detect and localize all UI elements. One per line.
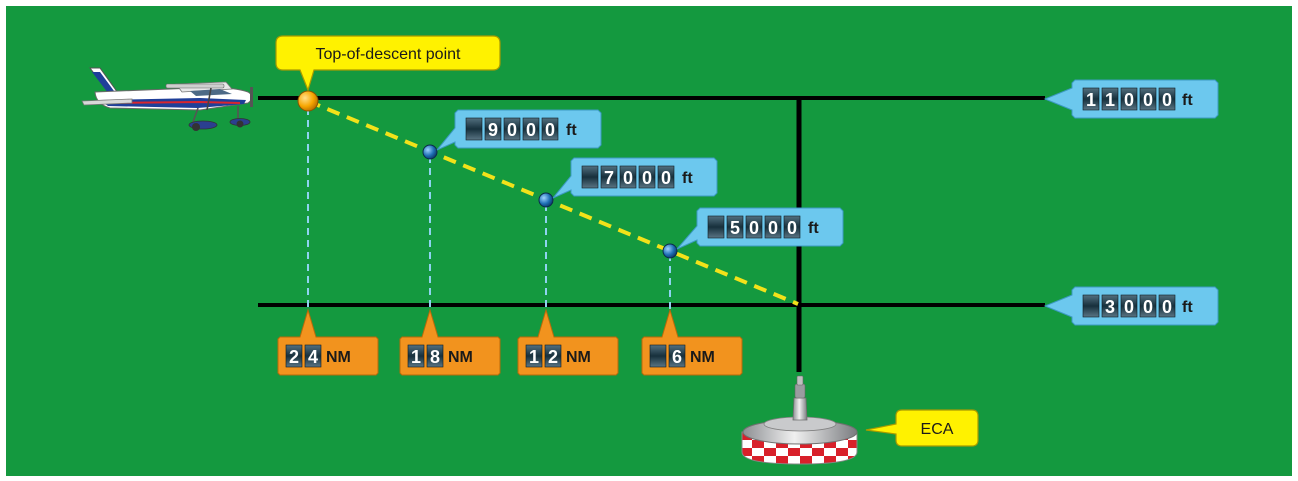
airplane-icon xyxy=(81,67,253,131)
digit-box xyxy=(649,344,667,368)
unit-label: ft xyxy=(682,170,693,187)
station-callout: ECA xyxy=(865,409,979,447)
digit-box xyxy=(1120,87,1138,111)
digit-box xyxy=(503,117,521,141)
unit-label: ft xyxy=(566,122,577,139)
digit: 0 xyxy=(545,120,555,140)
digit-box xyxy=(1101,87,1119,111)
digit-box xyxy=(484,117,502,141)
digit: 1 xyxy=(529,347,539,367)
digit: 0 xyxy=(768,218,778,238)
waypoint-marker-9000 xyxy=(422,144,438,160)
digit-box xyxy=(525,344,543,368)
digit-box xyxy=(1158,87,1176,111)
top-of-descent-callout: Top-of-descent point xyxy=(275,35,501,92)
distance-callout-24nm: 2 4 NM xyxy=(277,308,379,376)
vor-station-icon xyxy=(741,375,858,465)
station-label: ECA xyxy=(921,421,954,438)
digit: 4 xyxy=(308,347,318,367)
digit: 2 xyxy=(289,347,299,367)
distance-callout-18nm: 1 8 NM xyxy=(399,308,501,376)
digit-box xyxy=(638,165,656,189)
digit: 1 xyxy=(1086,90,1096,110)
digit-box xyxy=(541,117,559,141)
digit: 0 xyxy=(623,168,633,188)
digit: 3 xyxy=(1105,297,1115,317)
digit-box xyxy=(764,215,782,239)
digit: 0 xyxy=(1162,90,1172,110)
altitude-callout-7000: 7 0 0 0 ft xyxy=(552,157,718,199)
digit-box xyxy=(1158,294,1176,318)
digit-box xyxy=(581,165,599,189)
digit-box xyxy=(1139,87,1157,111)
digit-box xyxy=(600,165,618,189)
digit: 7 xyxy=(604,168,614,188)
digit: 5 xyxy=(730,218,740,238)
digit-box xyxy=(783,215,801,239)
digit-box xyxy=(745,215,763,239)
unit-label: ft xyxy=(1182,299,1193,316)
digit-box xyxy=(1101,294,1119,318)
digit-box xyxy=(1082,294,1100,318)
digit-box xyxy=(465,117,483,141)
unit-label: ft xyxy=(1182,92,1193,109)
altitude-callout-3000: 3 0 0 0 ft xyxy=(1043,286,1219,326)
digit-box xyxy=(1082,87,1100,111)
digit: 0 xyxy=(1143,297,1153,317)
digit-box xyxy=(1120,294,1138,318)
digit: 0 xyxy=(1143,90,1153,110)
digit-box xyxy=(544,344,562,368)
digit: 0 xyxy=(749,218,759,238)
descent-path xyxy=(307,99,799,306)
digit-box xyxy=(1139,294,1157,318)
digit: 8 xyxy=(430,347,440,367)
digit: 1 xyxy=(411,347,421,367)
digit: 0 xyxy=(1124,90,1134,110)
unit-label: NM xyxy=(326,349,351,366)
waypoint-marker-7000 xyxy=(538,192,554,208)
digit: 0 xyxy=(661,168,671,188)
top-of-descent-marker xyxy=(297,90,319,112)
digit: 0 xyxy=(507,120,517,140)
unit-label: NM xyxy=(448,349,473,366)
unit-label: NM xyxy=(566,349,591,366)
digit-box xyxy=(657,165,675,189)
digit-box xyxy=(426,344,444,368)
unit-label: NM xyxy=(690,349,715,366)
digit-box xyxy=(726,215,744,239)
digit-box xyxy=(668,344,686,368)
digit-box xyxy=(619,165,637,189)
digit: 0 xyxy=(1162,297,1172,317)
digit-box xyxy=(285,344,303,368)
unit-label: ft xyxy=(808,220,819,237)
digit: 6 xyxy=(672,347,682,367)
waypoint-marker-5000 xyxy=(662,243,678,259)
digit-box xyxy=(707,215,725,239)
digit: 0 xyxy=(526,120,536,140)
distance-callout-6nm: 6 NM xyxy=(641,308,743,376)
digit-box xyxy=(522,117,540,141)
distance-callout-12nm: 1 2 NM xyxy=(517,308,619,376)
digit: 0 xyxy=(642,168,652,188)
digit: 0 xyxy=(1124,297,1134,317)
top-of-descent-label: Top-of-descent point xyxy=(316,46,462,63)
altitude-callout-5000: 5 0 0 0 ft xyxy=(676,207,844,250)
digit: 1 xyxy=(1105,90,1115,110)
drop-lines xyxy=(307,108,671,312)
digit-box xyxy=(407,344,425,368)
digit: 0 xyxy=(787,218,797,238)
altitude-callout-11000: 1 1 0 0 0 ft xyxy=(1043,79,1219,119)
digit: 9 xyxy=(488,120,498,140)
altitude-callout-9000: 9 0 0 0 ft xyxy=(436,109,602,151)
digit: 2 xyxy=(548,347,558,367)
digit-box xyxy=(304,344,322,368)
